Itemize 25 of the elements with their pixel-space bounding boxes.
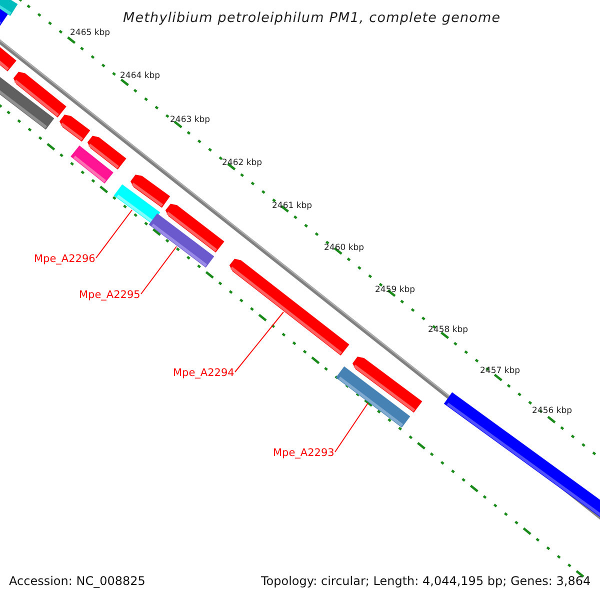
leader-line	[140, 246, 177, 294]
accession-text: Accession: NC_008825	[9, 574, 146, 588]
leader-line	[334, 402, 368, 452]
gene-label: Mpe_A2296	[34, 253, 96, 265]
leader-line	[96, 210, 132, 258]
gene-label: Mpe_A2295	[79, 289, 140, 301]
scale-label: 2456 kbp	[532, 406, 572, 416]
gene-label: Mpe_A2294	[173, 367, 234, 379]
genome-info-text: Topology: circular; Length: 4,044,195 bp; Genes: 3,864	[261, 574, 591, 588]
scale-label: 2457 kbp	[480, 366, 520, 376]
diagram-title: Methylibium petroleiphilum PM1, complete genome	[123, 10, 501, 26]
gene-feature	[336, 366, 410, 428]
gene-feature	[114, 184, 160, 224]
scale-label: 2458 kbp	[428, 325, 468, 335]
gene-label: Mpe_A2293	[273, 447, 334, 459]
gene-feature	[229, 258, 350, 356]
leader-line	[234, 312, 284, 372]
scale-label: 2463 kbp	[170, 115, 210, 125]
scale-label: 2461 kbp	[272, 201, 312, 211]
scale-label: 2459 kbp	[375, 285, 416, 295]
scale-label: 2465 kbp	[70, 28, 110, 38]
gene-feature	[148, 213, 214, 268]
scale-label: 2464 kbp	[120, 71, 160, 81]
scale-label: 2460 kbp	[324, 243, 364, 253]
scale-label: 2462 kbp	[222, 158, 262, 168]
